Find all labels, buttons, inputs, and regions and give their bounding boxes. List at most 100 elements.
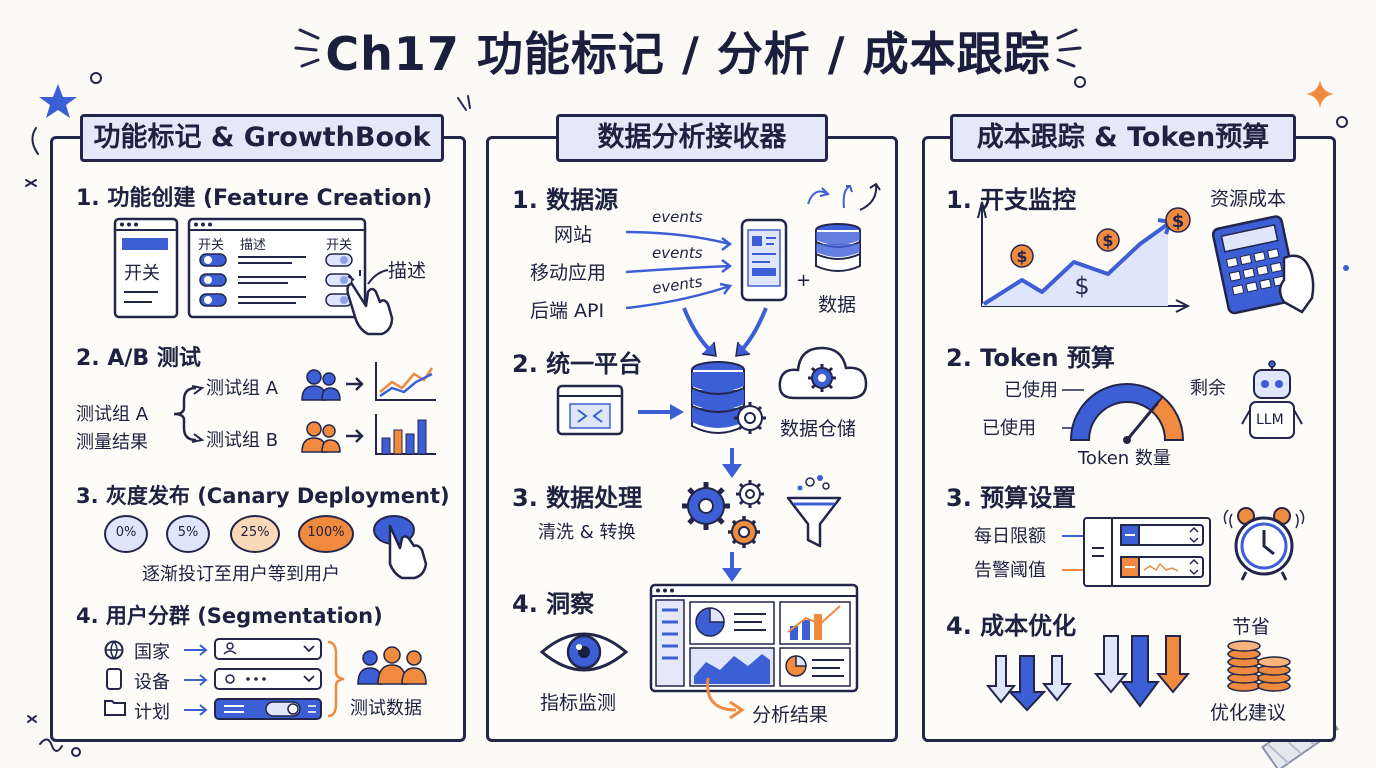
gauge-remaining-arc [1149,395,1185,441]
data-label: 数据 [818,294,857,316]
segment-select-device[interactable] [214,668,322,690]
column-toggle-left: 开关 [198,238,225,253]
group-b-label: 测试组 B [206,430,279,451]
rollout-step-5: 5% [166,515,210,553]
segment-toggle-plan[interactable] [214,698,322,720]
daily-limit-input[interactable] [1120,524,1204,546]
heading-spend-monitoring: 1. 开支监控 [946,186,1077,214]
feature-list-window [187,217,367,319]
alert-threshold-label: 告警阈值 [974,560,1046,581]
gauge-remaining: 剩余 [1190,378,1226,399]
canary-finger-icon [373,515,428,580]
phone-icon [106,668,122,690]
eye-icon [539,632,629,672]
funnel-icon [786,475,842,548]
database-gear-icon [691,361,766,434]
segment-select-country[interactable] [214,638,322,660]
gears-icon [682,480,764,548]
panel-title-feature-flags: 功能标记 & GrowthBook [80,114,444,162]
robot-label: LLM [1256,412,1284,428]
arrow-down-processing [722,448,742,478]
bar-chart-icon [375,414,436,455]
heading-ab-test: 2. A/B 测试 [76,346,201,371]
heading-cost-optimization: 4. 成本优化 [946,612,1077,640]
plus-sign: + [796,270,812,291]
heading-token-budget: 2. Token 预算 [946,344,1115,372]
panel-title-cost-tracking: 成本跟踪 & Token预算 [950,114,1296,162]
segment-label-country: 国家 [134,642,170,663]
source-backend: 后端 API [530,300,605,322]
canary-caption: 逐渐投订至用户等到用户 [142,564,340,585]
heading-canary: 3. 灰度发布 (Canary Deployment) [76,484,450,508]
gauge-needle [1125,402,1159,441]
ab-left-line2: 测量结果 [76,432,148,453]
heading-segmentation: 4. 用户分群 (Segmentation) [76,604,383,628]
result-arrow [706,677,745,720]
globe-icon [104,640,124,660]
mobile-device-icon [740,218,788,302]
column-description: 描述 [240,238,267,253]
source-mobile: 移动应用 [530,262,607,284]
down-arrows-small [985,655,1073,712]
users-icon-orange [301,421,341,453]
gauge-hub [1123,436,1131,444]
feature-toggle-window [113,217,179,319]
svg-text:$: $ [1102,231,1113,250]
segment-brace [327,640,345,718]
source-website: 网站 [554,224,593,246]
page-title: Ch17 功能标记 / 分析 / 成本跟踪 [325,27,1051,81]
panel-title-analytics: 数据分析接收器 [556,114,828,162]
rollout-step-100: 100% [298,515,354,553]
metrics-monitor-label: 指标监测 [540,692,617,714]
segment-result: 测试数据 [350,698,422,719]
segment-label-device: 设备 [134,672,170,693]
gauge-leader-lines [1062,389,1084,429]
heading-data-source: 1. 数据源 [512,186,619,214]
alarm-clock-icon [1223,507,1305,581]
heading-budget-settings: 3. 预算设置 [946,484,1077,512]
svg-text:$: $ [1016,247,1027,266]
callout-line [367,269,389,285]
heading-insights: 4. 洞察 [512,590,595,618]
cloud-storage-icon [778,346,868,400]
spend-line-chart: $ $ $ $ [977,201,1191,313]
ab-brace [173,385,205,443]
column-toggle-right: 开关 [326,238,353,253]
svg-text:$: $ [1074,272,1089,300]
group-a-label: 测试组 A [206,378,279,399]
robot-icon [1241,360,1303,439]
ab-left-line1: 测试组 A [76,404,149,425]
save-label: 节省 [1232,616,1271,638]
heading-unified-platform: 2. 统一平台 [512,350,643,378]
callout-description: 描述 [388,260,427,282]
arrows-ab [346,377,364,443]
warehouse-label: 数据仓储 [780,418,857,440]
event-label-2: events [652,244,703,262]
event-arrows [625,230,733,310]
svg-text:$: $ [1172,211,1185,232]
arrow-to-database [638,404,684,420]
down-arrows-large [1093,635,1191,708]
rollout-step-0: 0% [104,515,148,553]
analysis-result-label: 分析结果 [752,704,829,726]
heading-feature-creation: 1. 功能创建 (Feature Creation) [76,186,433,211]
rollout-step-25: 25% [230,515,280,553]
alert-threshold-input[interactable] [1120,556,1204,578]
suggestion-label: 优化建议 [1210,702,1287,724]
platform-window-icon [556,384,624,436]
database-icon-small [807,182,881,272]
segment-arrows [184,644,208,716]
arrow-down-insight [722,552,742,582]
pointing-hand-icon [346,270,394,336]
daily-limit-label: 每日限额 [974,526,1046,547]
users-icon-blue [301,369,341,401]
coins-icon [1227,640,1291,692]
event-label-1: events [652,208,703,226]
merge-arrows [682,307,768,357]
token-gauge [1069,383,1185,444]
gauge-caption: Token 数量 [1078,448,1171,469]
gauge-used-bottom: 已使用 [982,418,1036,439]
dashboard-window [649,583,859,693]
gauge-used-top: 已使用 [1004,380,1058,401]
resource-cost-label: 资源成本 [1210,188,1287,210]
